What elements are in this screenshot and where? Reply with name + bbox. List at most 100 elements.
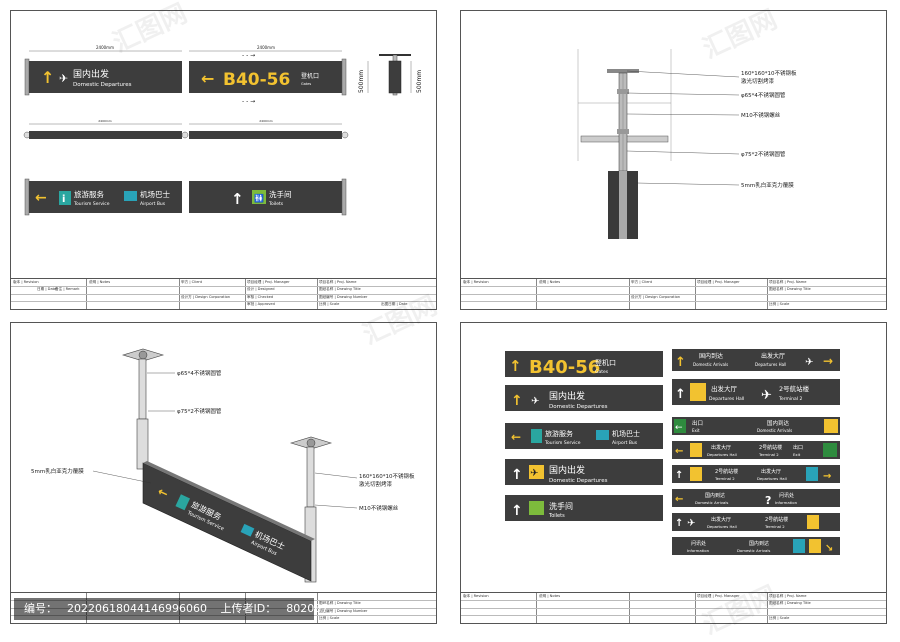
arrow-left-icon: ← bbox=[511, 430, 521, 444]
anno-plate: 160*160*10不锈钢板 bbox=[741, 69, 797, 77]
svg-text:🚻: 🚻 bbox=[254, 193, 264, 203]
plane-departure-icon: ✈ bbox=[805, 357, 813, 368]
bus-icon bbox=[240, 523, 255, 537]
gate-code: B40-56 bbox=[529, 357, 600, 378]
sign-domestic-departures-elevation: ↑ ✈ 国内出发 Domestic Departures bbox=[24, 58, 182, 96]
sign-label-cn: 出发大厅 bbox=[761, 468, 781, 475]
toilet-icon bbox=[529, 501, 544, 515]
catalog-sign-up-dep-terminal: ↑ ✈ 出发大厅 Departures Hall 2号航站楼 Terminal … bbox=[672, 513, 840, 531]
footer-id-value: 20220618044146996060 bbox=[67, 602, 207, 615]
tb-scale: 比例 | Scale bbox=[319, 302, 340, 306]
arrow-up-icon: ↑ bbox=[511, 467, 523, 483]
tb-design-corp: 设计方 | Design Corporation bbox=[631, 295, 681, 299]
sign-label-en: Information bbox=[687, 548, 710, 553]
question-icon: ? bbox=[765, 494, 771, 507]
sign-label-cn: 出发大厅 bbox=[711, 516, 731, 523]
tb-proj-name: 项目名称 | Proj. Name bbox=[769, 594, 807, 598]
arrow-up-icon: ↑ bbox=[511, 503, 523, 519]
tb-date: 日期 | Date bbox=[37, 287, 57, 291]
barrier-icon bbox=[807, 515, 819, 529]
sign-label-cn: 国内出发 bbox=[549, 464, 585, 476]
tb-proj-name: 项目名称 | Proj. Name bbox=[319, 280, 357, 284]
tb-notes: 说明 | Notes bbox=[539, 594, 561, 598]
sign-label-en: Departures Hall bbox=[755, 362, 786, 367]
tb-drawing-title: 图纸名称 | Drawing Title bbox=[769, 287, 811, 291]
dim-height-1: 500mm bbox=[358, 70, 365, 93]
tb-notes: 说明 | Notes bbox=[89, 280, 111, 284]
sign-label-cn: 出发大厅 bbox=[711, 444, 731, 451]
sign-label-en: Exit bbox=[692, 428, 700, 433]
sign-plan-view: 2400mm 2400mm bbox=[23, 119, 349, 139]
arrow-left-icon: ← bbox=[675, 494, 683, 505]
drawing-sheet-elevations: 2400mm 2400mm ↑ ✈ 国内出发 Domestic Departur… bbox=[10, 10, 437, 310]
sign-label-cn: 洗手间 bbox=[549, 501, 573, 511]
plane-icon: ✈ bbox=[687, 518, 695, 529]
sign-gates-elevation: ← B40-56 登机口 Gates - - → - - → bbox=[189, 52, 347, 105]
tb-remark: 备注 | Remark bbox=[55, 287, 80, 291]
tb-design-corp: 设计方 | Design Corporation bbox=[181, 295, 231, 299]
sign-label-en: Departures Hall bbox=[707, 524, 737, 529]
dashed-arrow-icon: - - → bbox=[242, 98, 255, 105]
catalog-sign-domestic-departures: ↑ ✈ 国内出发 Domestic Departures bbox=[505, 385, 663, 411]
gate-label-cn: 登机口 bbox=[301, 72, 319, 80]
tb-drawing-title: 图纸名称 | Drawing Title bbox=[319, 287, 361, 291]
sign-label-en: Toilets bbox=[268, 201, 284, 207]
svg-text:✈: ✈ bbox=[530, 468, 538, 479]
arrow-down-right-icon: ↘ bbox=[825, 543, 833, 554]
plane-icon: ✈ bbox=[761, 388, 772, 403]
plane-icon bbox=[806, 467, 818, 481]
anno-acrylic: 5mm乳白亚克力覆膜 bbox=[31, 467, 84, 475]
tb-scale: 比例 | Scale bbox=[769, 616, 790, 620]
barrier-icon bbox=[690, 467, 702, 481]
catalog-sign-toilets: ↑ 洗手间 Toilets bbox=[505, 495, 663, 521]
plane-arrival-icon bbox=[824, 419, 838, 433]
bus-icon bbox=[124, 191, 137, 201]
plane-arrival-icon bbox=[809, 539, 821, 553]
anno-plate: 160*160*10不锈钢板 bbox=[359, 472, 415, 480]
tb-checked: 审核 | Checked bbox=[247, 295, 274, 299]
dim-height-2: 500mm bbox=[416, 70, 423, 93]
sign-label-en: Terminal 2 bbox=[758, 452, 779, 457]
catalog-sign-info-arrivals: 问讯处 Information 国内到达 Domestic Arrivals ↘ bbox=[672, 537, 840, 555]
sign-label-cn: 机场巴士 bbox=[612, 429, 640, 438]
sign-label-cn: 国内出发 bbox=[73, 68, 109, 80]
sign-label-en: Airport Bus bbox=[140, 201, 166, 207]
sign-label-en: Terminal 2 bbox=[714, 476, 735, 481]
dim-width-1: 2400mm bbox=[96, 45, 114, 50]
sign-label-en: Domestic Departures bbox=[549, 404, 608, 410]
mount-detail-drawing: 160*160*10不锈钢板 激光切割烤漆 φ65*4不锈钢圆管 M10不锈钢螺… bbox=[577, 49, 797, 239]
tb-client: 甲方 | Client bbox=[181, 280, 203, 284]
sign-label-en: Domestic Arrivals bbox=[737, 548, 770, 553]
tb-notes: 说明 | Notes bbox=[539, 280, 561, 284]
exit-icon bbox=[823, 443, 837, 457]
sign-tourism-bus-elevation: ← i 旅游服务 Tourism Service 机场巴士 Airport Bu… bbox=[24, 178, 182, 216]
sign-label-en: Domestic Departures bbox=[73, 82, 132, 88]
sign-label-en: Gates bbox=[595, 369, 609, 375]
tb-sheet-date: 出图日期 | Date bbox=[381, 302, 408, 306]
drawing-sheet-sign-catalog: ↑ B40-56 登机口 Gates ↑ ✈ 国内出发 Domestic Dep… bbox=[460, 322, 887, 624]
arrow-up-icon: ↑ bbox=[511, 393, 523, 409]
sign-label-cn: 国内出发 bbox=[549, 390, 585, 402]
sign-label-cn: 洗手间 bbox=[269, 189, 292, 199]
footer-id-label: 编号： bbox=[24, 602, 57, 615]
sign-toilets-elevation: ↑ 🚻 洗手间 Toilets bbox=[189, 178, 347, 216]
anno-tube75: φ75*2不锈钢圆管 bbox=[177, 407, 222, 415]
catalog-sign-gates: ↑ B40-56 登机口 Gates bbox=[505, 351, 663, 378]
dim-width-2: 2400mm bbox=[257, 45, 275, 50]
sign-label-cn: 国内到达 bbox=[749, 540, 769, 547]
arrow-up-icon: ↑ bbox=[231, 190, 244, 208]
arrow-right-icon: → bbox=[823, 354, 833, 368]
sign-label-cn: 国内到达 bbox=[705, 492, 725, 499]
sign-label-en: Terminal 2 bbox=[778, 396, 802, 402]
title-block: 版本 | Revision 日期 | Date 备注 | Remark 说明 |… bbox=[11, 278, 436, 309]
plane-departure-icon: ✈ bbox=[59, 72, 68, 85]
drawing-sheet-mount-detail: 160*160*10不锈钢板 激光切割烤漆 φ65*4不锈钢圆管 M10不锈钢螺… bbox=[460, 10, 887, 310]
question-icon bbox=[793, 539, 805, 553]
catalog-sign-tourism-bus: ← 旅游服务 Tourism Service 机场巴士 Airport Bus bbox=[505, 423, 663, 449]
anno-acrylic: 5mm乳白亚克力覆膜 bbox=[741, 181, 794, 189]
sign-label-cn: 国内到达 bbox=[767, 419, 790, 427]
sign-label-en: Departures Hall bbox=[709, 396, 744, 402]
dim-width-plan-1: 2400mm bbox=[98, 119, 112, 123]
drawing-sheet-3d-view: ← 旅游服务 Tourism Service 机场巴士 Airport Bus … bbox=[10, 322, 437, 624]
anno-laser: 激光切割烤漆 bbox=[359, 480, 393, 488]
